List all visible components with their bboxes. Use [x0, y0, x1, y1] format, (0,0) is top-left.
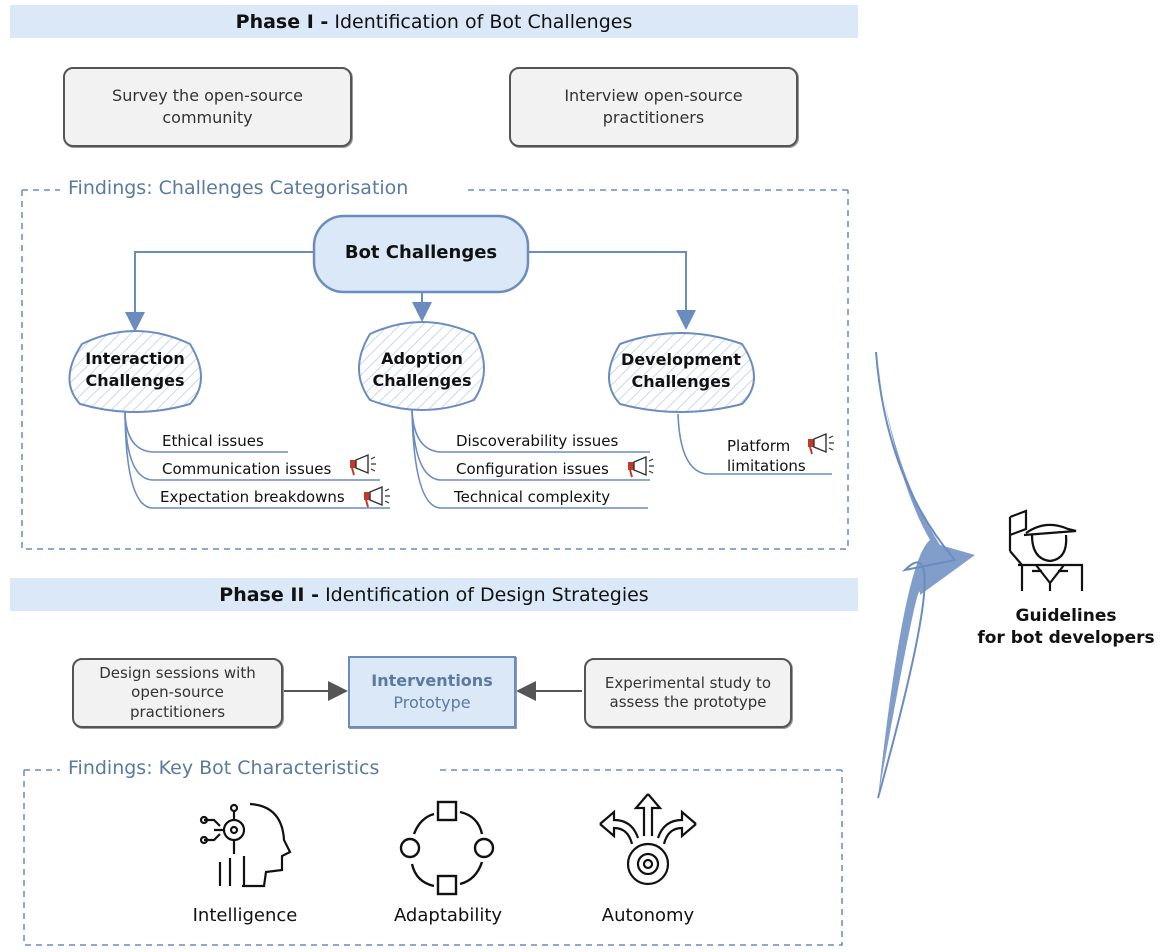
development-node	[608, 332, 755, 413]
phase1-header: Phase I - Identification of Bot Challeng…	[10, 5, 858, 38]
phase2-bold: Phase II -	[219, 583, 320, 606]
leaf-platform-line1: Platform	[727, 437, 791, 455]
experimental-line2: assess the prototype	[609, 693, 767, 711]
adapt-cycle-icon	[399, 800, 495, 896]
intelligence-label: Intelligence	[192, 905, 298, 926]
findings1-frame	[21, 190, 849, 550]
interview-box: Interview open-source practitioners	[509, 67, 798, 147]
leaf-platform-line2: limitations	[727, 457, 806, 476]
survey-line1: Survey the open-source	[112, 85, 303, 105]
guidelines-label: Guidelines for bot developers	[966, 605, 1166, 649]
survey-line2: community	[162, 108, 253, 127]
leaf-discoverability: Discoverability issues	[456, 432, 619, 450]
design-line3: practitioners	[129, 702, 226, 721]
phase2-text: Identification of Design Strategies	[325, 583, 649, 606]
root-label: Bot Challenges	[344, 242, 498, 263]
survey-box: Survey the open-source community	[63, 67, 352, 147]
adoption-line2: Challenges	[372, 370, 472, 390]
adoption-node	[358, 321, 485, 411]
findings1-title: Findings: Challenges Categorisation	[62, 177, 415, 199]
phase2-header: Phase II - Identification of Design Stra…	[10, 578, 858, 611]
interventions-line2: Prototype	[393, 693, 471, 712]
design-line1: Design sessions with	[99, 663, 256, 682]
megaphone-icon	[808, 432, 834, 455]
leaf-communication: Communication issues	[162, 460, 332, 478]
interaction-line2: Challenges	[85, 370, 185, 390]
findings2-title: Findings: Key Bot Characteristics	[62, 757, 386, 779]
ai-head-icon	[199, 802, 292, 888]
adoption-line1: Adoption	[381, 349, 463, 368]
megaphone-icon	[364, 485, 390, 508]
guidelines-line2: for bot developers	[977, 628, 1155, 649]
big-flow-arrow	[875, 351, 957, 799]
autonomy-label: Autonomy	[601, 905, 695, 926]
phase1-text: Identification of Bot Challenges	[334, 10, 633, 33]
interview-line1: Interview open-source	[564, 85, 743, 105]
guidelines-line1: Guidelines	[1015, 606, 1117, 626]
development-line2: Challenges	[631, 371, 731, 391]
phase1-bold: Phase I -	[235, 10, 329, 33]
development-line1: Development	[621, 350, 741, 369]
adaptability-label: Adaptability	[393, 905, 503, 926]
leaf-configuration: Configuration issues	[456, 460, 609, 478]
design-line2: open-source	[131, 683, 224, 702]
megaphone-icon	[350, 453, 376, 476]
leaf-expectation: Expectation breakdowns	[160, 488, 345, 506]
leaf-platform: Platform limitations	[727, 436, 806, 477]
interview-line2: practitioners	[602, 108, 705, 127]
findings2-frame	[23, 770, 843, 946]
interaction-label: Interaction Challenges	[70, 348, 200, 391]
development-label: Development Challenges	[606, 349, 756, 392]
autonomy-gear-icon	[599, 793, 697, 886]
adoption-label: Adoption Challenges	[357, 348, 487, 391]
interaction-line1: Interaction	[85, 349, 185, 368]
interaction-node	[68, 330, 202, 413]
leaf-ethical: Ethical issues	[162, 432, 264, 450]
interventions-line1: Interventions	[371, 670, 493, 690]
megaphone-icon	[628, 455, 654, 478]
experimental-line1: Experimental study to	[604, 673, 772, 692]
guide-person-icon	[1008, 509, 1084, 591]
leaf-technical: Technical complexity	[454, 488, 611, 506]
